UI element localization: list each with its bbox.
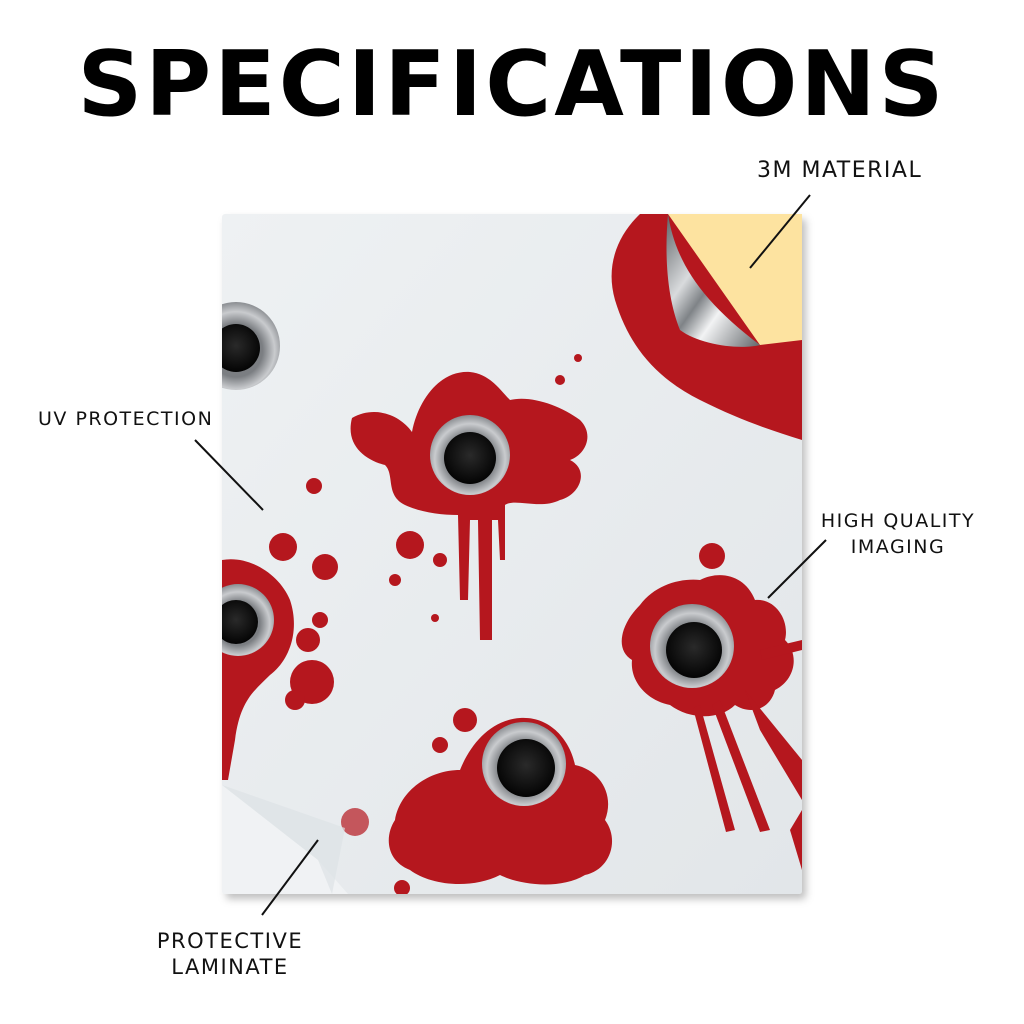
callout-laminate-line2: LAMINATE (171, 955, 289, 979)
sticker-sheet (222, 214, 802, 894)
callout-imaging-line2: IMAGING (850, 536, 946, 558)
peeled-corner (666, 214, 802, 347)
laminate-corner (222, 785, 348, 894)
leader-line-uv (194, 439, 264, 511)
bullet-hole (482, 722, 566, 806)
leader-line-imaging (767, 539, 827, 599)
leader-line-material (749, 194, 811, 269)
leader-line-laminate (261, 839, 319, 916)
callout-high-quality-imaging: HIGH QUALITY IMAGING (800, 508, 996, 560)
bullet-hole (430, 415, 510, 495)
bullet-hole (222, 302, 280, 390)
callout-protective-laminate: PROTECTIVE LAMINATE (125, 928, 335, 980)
bullet-hole (650, 604, 734, 688)
callout-laminate-line1: PROTECTIVE (156, 929, 304, 953)
callout-imaging-line1: HIGH QUALITY (820, 510, 976, 532)
page-title: SPECIFICATIONS (77, 32, 947, 137)
callout-3m-material: 3M MATERIAL (757, 158, 923, 183)
bullet-hole (222, 584, 274, 656)
callout-uv-protection: UV PROTECTION (38, 408, 214, 430)
